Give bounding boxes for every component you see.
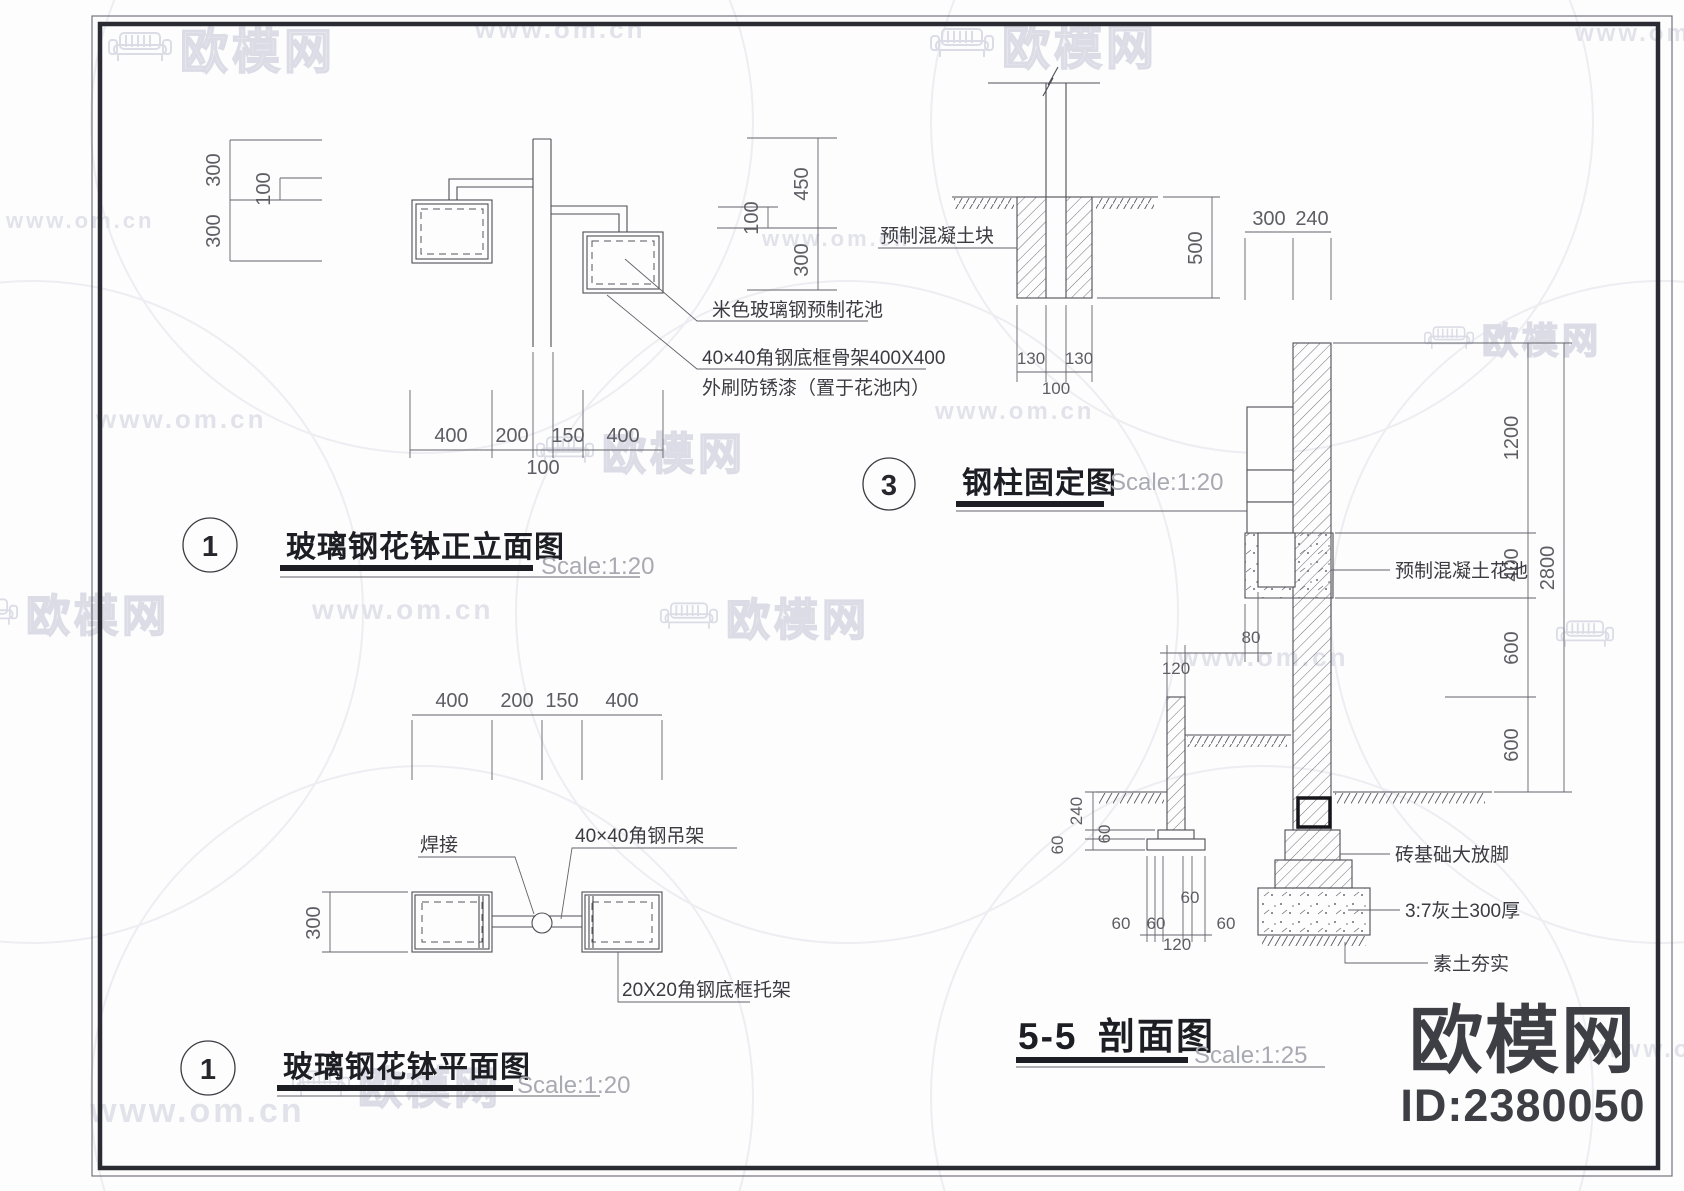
drawing-columnfix: 450 100 300 500 130 130 100 预制混凝 [717, 66, 1263, 512]
dim-text: 60 [1095, 825, 1114, 844]
dim-text: 300 [203, 153, 225, 186]
title-text: 钢柱固定图 [962, 466, 1117, 500]
dim-text: 300 [303, 906, 325, 939]
label-section-pot: 预制混凝土花池 [1395, 560, 1528, 582]
dim-text: 600 [1501, 631, 1523, 664]
label-hanger: 40×40角钢吊架 [575, 825, 704, 847]
dim-text: 500 [1185, 231, 1207, 264]
dim-text: 120 [1162, 659, 1190, 678]
watermark-url: www.om.cn [96, 404, 267, 434]
title-plan: 1 玻璃钢花钵平面图 Scale:1:20 [180, 1040, 630, 1099]
dim-text: 60 [1112, 914, 1131, 933]
site-logo-brand: 欧模网 [1409, 999, 1637, 1082]
dim-text: 120 [1163, 935, 1191, 954]
steel-column-section [1296, 796, 1332, 829]
site-logo-id: ID:2380050 [1400, 1079, 1646, 1131]
dim-text: 150 [545, 690, 578, 712]
title-elevation: 1 玻璃钢花钵正立面图 Scale:1:20 [182, 517, 654, 580]
dim-text: 60 [1181, 888, 1200, 907]
watermark-circle [515, 280, 1179, 944]
dim-text: 600 [1501, 728, 1523, 761]
dim-text: 130 [1065, 349, 1093, 368]
dim-text: 2800 [1537, 546, 1559, 591]
dim-text: 300 [1252, 208, 1285, 230]
drawing-section: 300 240 80 120 [1016, 208, 1572, 1069]
watermark-url: www.om.cn [762, 226, 911, 251]
dim-text: 60 [1147, 914, 1166, 933]
title-text: 玻璃钢花钵正立面图 [286, 530, 565, 564]
dim-text: 400 [1501, 548, 1523, 581]
title-text: 剖面图 [1098, 1016, 1215, 1057]
title-section: 5-5 剖面图 Scale:1:25 [1016, 1016, 1325, 1069]
dim-text: 450 [791, 167, 813, 200]
dim-text: 240 [1295, 208, 1328, 230]
scale-text: Scale:1:25 [1194, 1042, 1307, 1069]
site-logo: 欧模网 ID:2380050 [1398, 1002, 1648, 1132]
watermark-sofa-icon [0, 598, 18, 625]
watermark-url: www.om.cn [1600, 1036, 1684, 1063]
dim-text: 150 [551, 425, 584, 447]
watermark-url: www.om.cn [935, 398, 1095, 425]
dim-text: 200 [495, 425, 528, 447]
sheet-outer-border [91, 15, 1673, 1177]
watermark-url: www.om.cn [90, 1092, 305, 1130]
dim-text: 200 [500, 690, 533, 712]
dim-text: 1200 [1501, 416, 1523, 461]
scale-text: Scale:1:20 [1110, 469, 1223, 496]
watermark-url: www.om.cn [312, 594, 494, 625]
label-weld: 焊接 [420, 834, 458, 856]
label-frame-line1: 40×40角钢底框骨架400X400 [702, 347, 945, 369]
scale-text: Scale:1:20 [541, 553, 654, 580]
dim-text: 240 [1067, 797, 1086, 825]
dim-text: 100 [1042, 379, 1070, 398]
watermark-brand: 欧模网 [660, 584, 870, 648]
watermark-sofa-icon [660, 602, 718, 629]
dim-text: 400 [606, 425, 639, 447]
watermark-sofa-icon [930, 28, 994, 57]
detail-bubble-number: 3 [881, 470, 897, 502]
detail-bubble-number: 1 [200, 1054, 216, 1086]
label-bracket: 20X20角钢底框托架 [622, 979, 791, 1001]
dim-text: 400 [434, 425, 467, 447]
drawing-elevation: 300 100 300 400 200 150 400 100 米色玻璃钢预制花… [182, 134, 945, 580]
watermark-brand: 欧模网 [108, 12, 336, 82]
watermark-brand: 欧模网 [536, 418, 746, 482]
watermark-brand: 欧模网 [930, 8, 1158, 78]
title-columnfix: 3 钢柱固定图 Scale:1:20 [862, 457, 1263, 512]
section-number: 5-5 [1018, 1016, 1077, 1057]
watermark-url: www.om.cn [475, 14, 646, 44]
dim-text: 100 [526, 457, 559, 479]
label-frame-line2: 外刷防锈漆（置于花池内） [702, 377, 930, 399]
label-pot: 米色玻璃钢预制花池 [712, 299, 883, 321]
dim-text: 100 [253, 172, 275, 205]
dim-text: 80 [1242, 628, 1261, 647]
scale-text: Scale:1:20 [517, 1072, 630, 1099]
dim-text: 130 [1017, 349, 1045, 368]
label-compacted-soil: 素土夯实 [1433, 953, 1509, 975]
watermark-url: www.om.cn [6, 208, 155, 233]
watermark-sofa-icon [1424, 326, 1474, 349]
dim-text: 100 [741, 201, 763, 234]
detail-bubble-number: 1 [202, 531, 218, 563]
watermark-brand: 欧模网 [0, 580, 170, 644]
watermark-sofa-icon [108, 32, 172, 61]
sheet-inner-border [97, 21, 1661, 1171]
watermark-brand: 欧模网 [1424, 312, 1602, 364]
dim-text: 300 [791, 243, 813, 276]
dim-text: 400 [605, 690, 638, 712]
label-concrete-block: 预制混凝土块 [880, 225, 994, 247]
label-brick-footing: 砖基础大放脚 [1395, 844, 1509, 866]
drawing-plan: 400 200 150 400 300 焊接 40×40角钢吊架 [180, 690, 791, 1099]
dim-text: 60 [1217, 914, 1236, 933]
dim-text: 300 [203, 214, 225, 247]
label-lime-soil: 3:7灰土300厚 [1405, 900, 1520, 922]
title-text: 玻璃钢花钵平面图 [283, 1050, 531, 1084]
dim-text: 60 [1048, 836, 1067, 855]
dim-text: 400 [435, 690, 468, 712]
